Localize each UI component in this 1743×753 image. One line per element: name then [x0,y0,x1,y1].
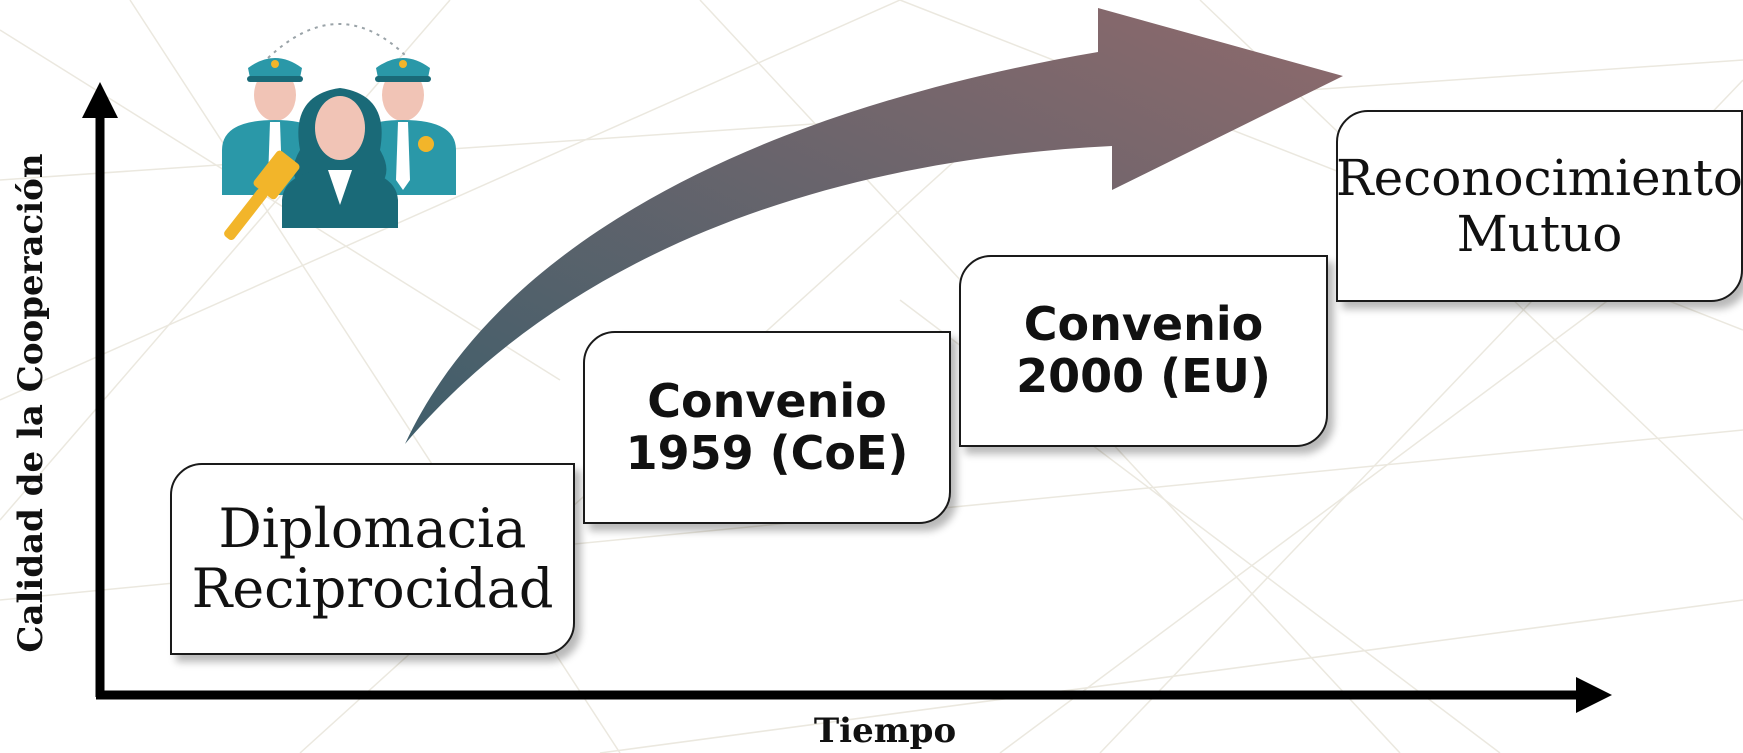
stage-box-line2: 2000 (EU) [1016,349,1271,403]
stage-box-line1: Reconocimiento [1335,149,1743,207]
stage-box-line2: 1959 (CoE) [625,425,909,480]
stage-box-line1: Diplomacia [218,496,527,560]
stage-box-line1: Convenio [1023,297,1264,352]
stage-box-line1: Convenio [647,373,887,428]
gavel [224,150,300,241]
stage-box-reconocimiento-mutuo: Reconocimiento Mutuo [1336,110,1743,302]
stage-box-diplomacia: Diplomacia Reciprocidad [170,463,575,655]
y-axis-label: Calidad de la Cooperación [11,153,51,653]
growth-arrow [405,8,1343,444]
x-axis-arrowhead [1576,677,1612,713]
stage-box-convenio-2000: Convenio 2000 (EU) [959,255,1328,447]
stage-box-line2: Mutuo [1456,205,1623,263]
stage-box-convenio-1959: Convenio 1959 (CoE) [583,331,951,524]
judge [282,88,398,228]
y-axis-arrowhead [82,82,118,118]
judge-and-police-officers-icon [222,23,456,241]
stage-box-line2: Reciprocidad [191,557,554,620]
x-axis-label: Tiempo [813,711,957,751]
